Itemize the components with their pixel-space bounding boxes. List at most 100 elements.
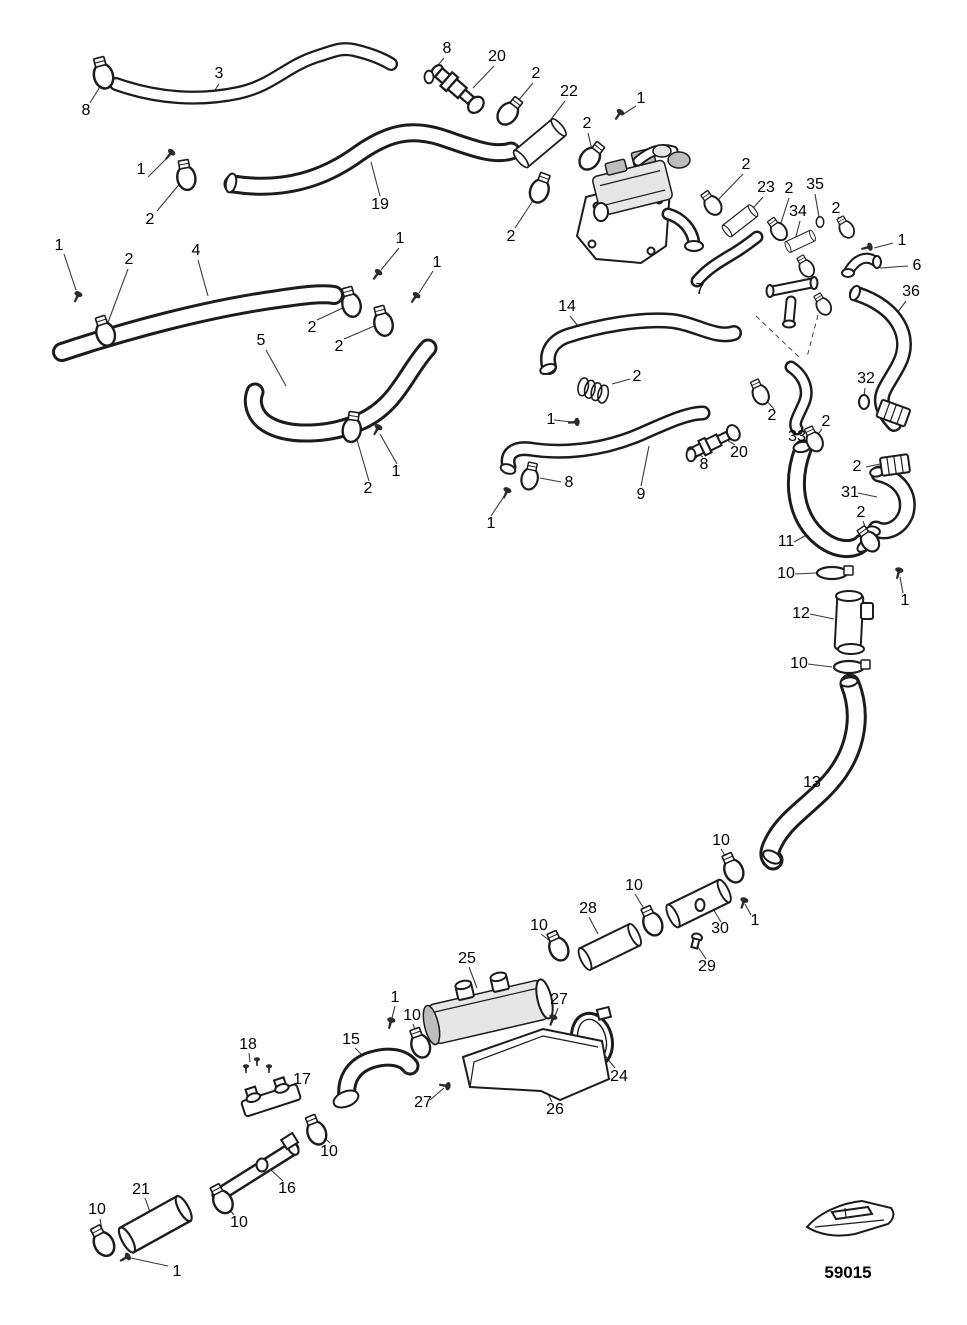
callout-label: 27: [550, 991, 568, 1008]
callout-label: 13: [803, 774, 821, 791]
callout-label: 18: [239, 1036, 257, 1053]
clamp-10: [636, 902, 668, 940]
callout-label: 26: [546, 1101, 564, 1118]
fitting-17: [240, 1076, 302, 1118]
hose-22: [510, 115, 570, 171]
callout-label: 2: [531, 65, 541, 82]
callout-label: 6: [912, 257, 922, 274]
cylinder-parts: [114, 115, 818, 1256]
callout-label: 2: [307, 319, 317, 336]
tube-12: [833, 590, 874, 655]
callout-label: 3: [214, 65, 224, 82]
screw-1: [499, 485, 513, 501]
hose-13: [770, 684, 856, 860]
alignment-dash: [755, 315, 801, 359]
callout-label: 1: [897, 232, 907, 249]
callout-label: 20: [488, 48, 506, 65]
clamp-10: [815, 564, 855, 581]
callout-label: 35: [806, 176, 824, 193]
callout-label: 10: [88, 1201, 106, 1218]
callout-label: 30: [711, 920, 729, 937]
hose-3: [116, 49, 391, 98]
screw-18: [242, 1064, 250, 1073]
bracket-26: [461, 1027, 611, 1102]
engine-fitting-assembly: [575, 145, 704, 265]
callout-label: 1: [390, 989, 400, 1006]
callout-label: 2: [506, 228, 516, 245]
callout-label: 8: [442, 40, 452, 57]
clamp-8: [518, 460, 542, 493]
screw-18: [253, 1057, 261, 1066]
callout-label: 28: [579, 900, 597, 917]
hose-28: [575, 921, 645, 973]
callout-label: 10: [790, 655, 808, 672]
fitting-20-top: [426, 60, 488, 118]
callout-label: 8: [699, 456, 709, 473]
callout-label: 19: [371, 196, 389, 213]
callout-label: 32: [857, 370, 875, 387]
callout-label: 21: [132, 1181, 150, 1198]
tee-fitting: [875, 399, 911, 428]
callout-label: 2: [831, 200, 841, 217]
screw-1: [70, 289, 84, 305]
callout-label: 1: [391, 463, 401, 480]
callout-label: 2: [741, 156, 751, 173]
screw-1: [860, 242, 874, 254]
heat-exchanger-25: [422, 971, 554, 1046]
callout-label: 10: [777, 565, 795, 582]
clamp-10: [832, 658, 872, 675]
figure-number: 59015: [824, 1263, 872, 1282]
screw-1: [611, 107, 626, 122]
callout-label: 24: [610, 1068, 628, 1085]
callout-label: 2: [334, 338, 344, 355]
boat-icon: [805, 1199, 895, 1237]
callout-label: 34: [789, 203, 807, 220]
clamp-2: [368, 303, 397, 340]
callout-label: 25: [458, 950, 476, 967]
fitting-34: [783, 228, 818, 254]
distribution-fittings: [765, 256, 882, 329]
callout-label: 1: [172, 1263, 182, 1280]
callout-label: 2: [145, 211, 155, 228]
callout-label: 4: [191, 242, 201, 259]
clamp-2: [810, 290, 835, 319]
screw-1: [117, 1251, 133, 1265]
drain-plug-29: [690, 932, 703, 950]
screw-1: [892, 566, 904, 580]
oring-35: [815, 216, 825, 228]
oring-32: [858, 394, 870, 410]
callout-label: 9: [636, 486, 646, 503]
clamp-2: [336, 284, 365, 321]
tube-16-connector: [279, 1131, 300, 1151]
callout-label: 8: [564, 474, 574, 491]
hose-7: [697, 237, 757, 281]
clamp-2: [793, 252, 818, 281]
screws: [70, 107, 904, 1265]
callout-label: 8: [81, 102, 91, 119]
callout-label: 7: [695, 281, 705, 298]
callout-label: 10: [320, 1143, 338, 1160]
callout-label: 15: [342, 1031, 360, 1048]
callout-label: 1: [432, 254, 442, 271]
clamp-2: [574, 137, 610, 175]
callout-label: 10: [403, 1007, 421, 1024]
screw-1: [384, 1016, 396, 1030]
callout-label: 2: [856, 504, 866, 521]
clamp-2: [492, 92, 528, 130]
oring-8: [423, 69, 435, 85]
callout-label: 1: [54, 237, 64, 254]
screw-27: [438, 1080, 452, 1091]
clamp-2: [696, 187, 727, 220]
callout-label: 1: [636, 90, 646, 107]
oring-8: [685, 447, 697, 463]
callout-label: 20: [730, 444, 748, 461]
callout-label: 10: [530, 917, 548, 934]
screw-1: [567, 417, 580, 427]
callout-label: 10: [625, 877, 643, 894]
callout-label: 1: [546, 411, 556, 428]
callout-label: 14: [558, 298, 576, 315]
callout-label: 16: [278, 1180, 296, 1197]
clamp-2: [833, 213, 858, 242]
hoses: [62, 49, 907, 1204]
callout-label: 36: [902, 283, 920, 300]
